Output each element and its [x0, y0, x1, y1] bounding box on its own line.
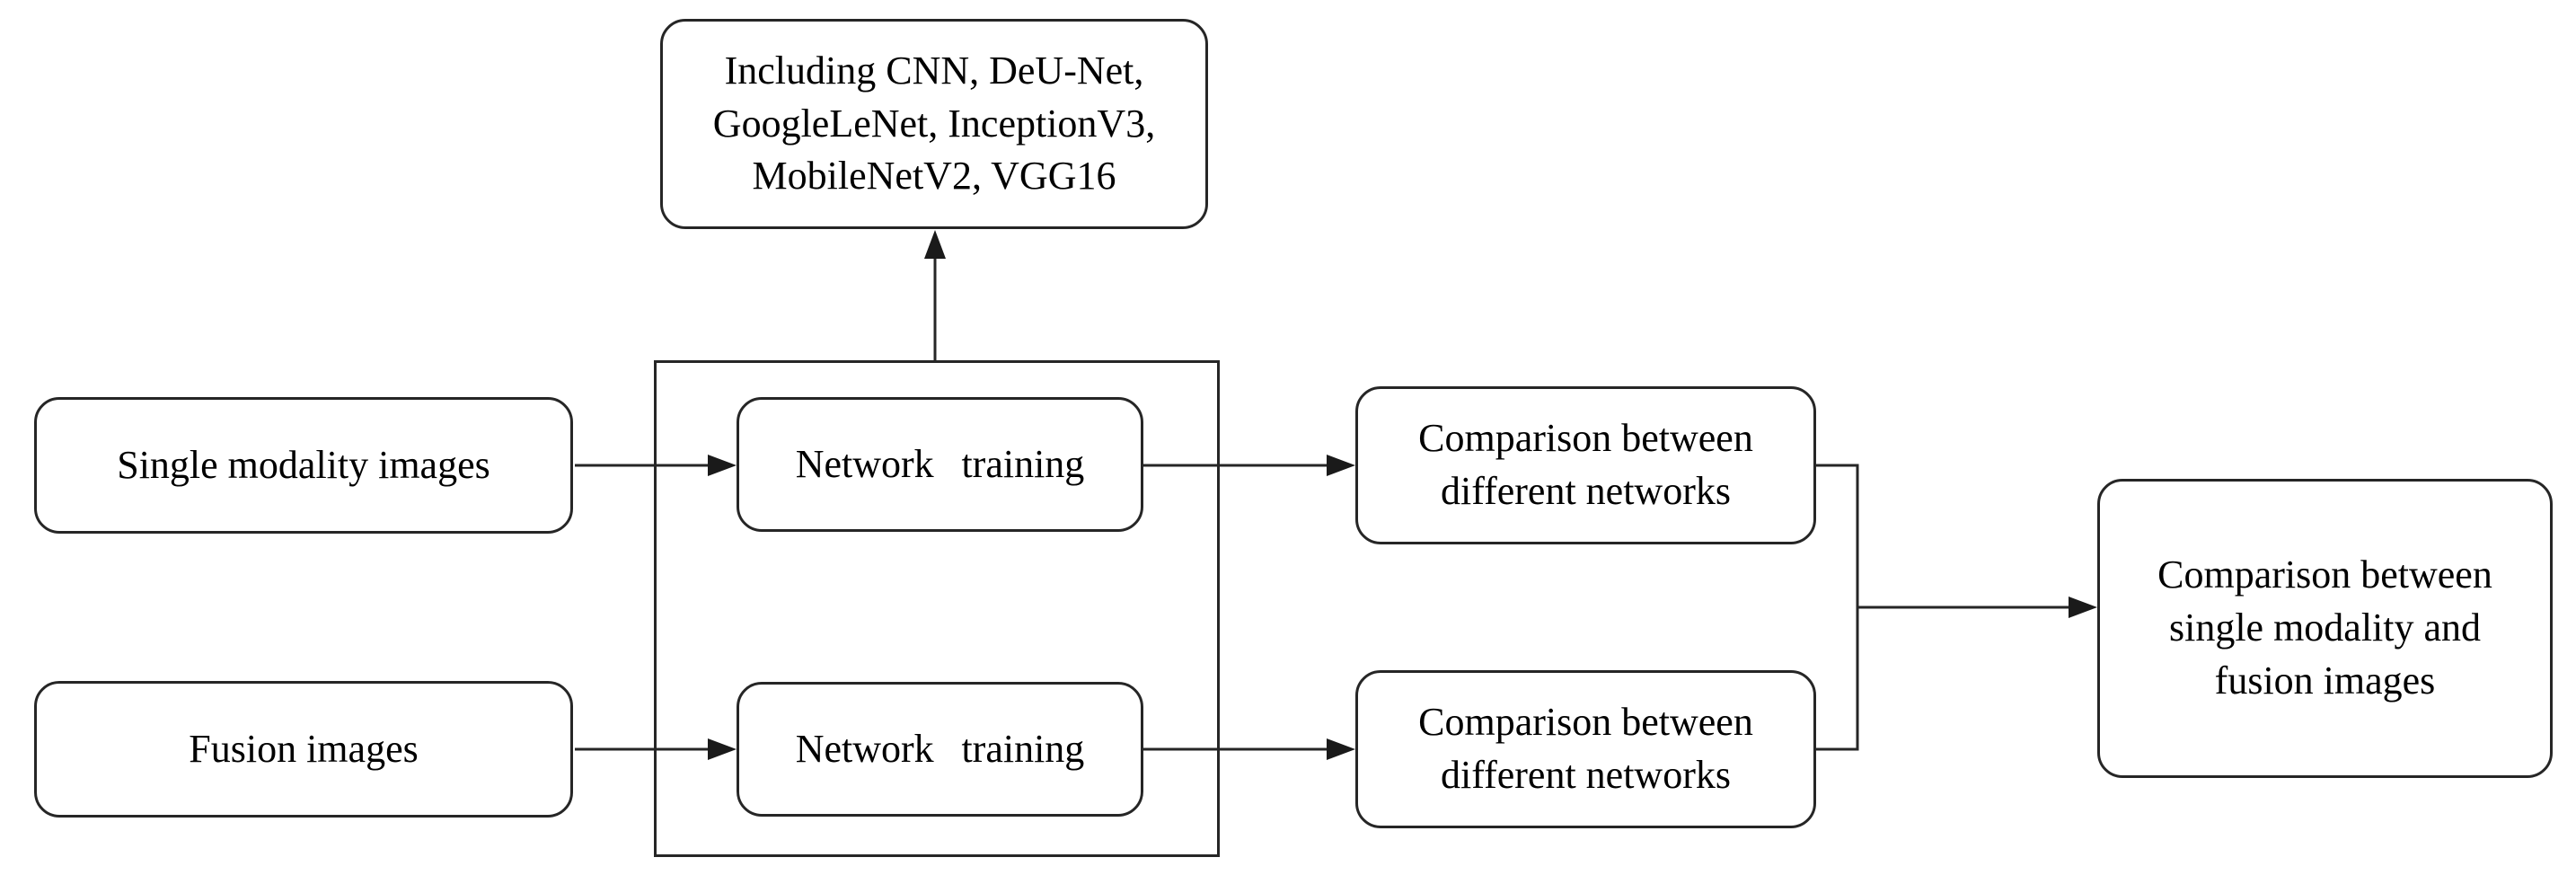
node-fusion-images: Fusion images — [34, 681, 573, 818]
arrow-fusion-to-training — [575, 738, 737, 760]
node-models-note-label: Including CNN, DeU-Net, GoogleLeNet, Inc… — [712, 48, 1156, 199]
node-single-modality-images-label: Single modality images — [117, 442, 490, 487]
node-network-training-top-label: Network training — [795, 441, 1085, 486]
node-comparison-networks-bottom: Comparison between different networks — [1355, 670, 1816, 828]
arrow-training-to-comparison-bottom — [1142, 738, 1355, 760]
node-comparison-networks-top: Comparison between different networks — [1355, 386, 1816, 544]
node-fusion-images-label: Fusion images — [189, 726, 419, 771]
node-single-modality-images: Single modality images — [34, 397, 573, 534]
node-comparison-final-label: Comparison between single modality and f… — [2157, 552, 2492, 703]
arrow-merge-to-final — [1857, 597, 2097, 618]
arrow-single-to-training — [575, 455, 737, 476]
node-comparison-final: Comparison between single modality and f… — [2097, 479, 2553, 778]
node-training-group — [654, 360, 1220, 857]
connector-comparison-merge — [1816, 464, 1859, 751]
node-models-note: Including CNN, DeU-Net, GoogleLeNet, Inc… — [660, 19, 1208, 229]
node-network-training-top: Network training — [737, 397, 1143, 532]
arrow-group-to-models-note — [924, 230, 946, 360]
node-network-training-bottom-label: Network training — [795, 726, 1085, 771]
arrow-training-to-comparison-top — [1143, 455, 1355, 476]
node-network-training-bottom: Network training — [737, 682, 1143, 817]
node-comparison-networks-bottom-label: Comparison between different networks — [1418, 700, 1753, 797]
node-comparison-networks-top-label: Comparison between different networks — [1418, 416, 1753, 513]
